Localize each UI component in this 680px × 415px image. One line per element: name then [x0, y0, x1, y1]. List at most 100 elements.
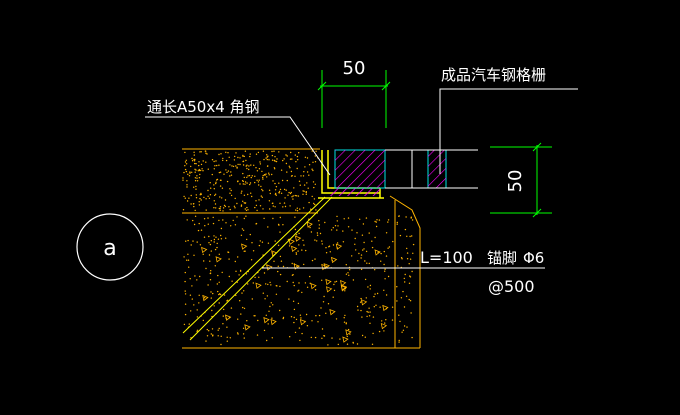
concrete-dot: [336, 215, 338, 218]
concrete-dot: [242, 229, 245, 231]
concrete-dot: [254, 276, 256, 279]
concrete-dot: [246, 206, 248, 209]
concrete-dot: [213, 235, 215, 237]
concrete-dot: [347, 328, 350, 331]
concrete-dot: [285, 162, 288, 165]
concrete-dot: [312, 181, 315, 183]
concrete-dot: [253, 164, 255, 166]
concrete-dot: [335, 280, 338, 283]
concrete-dot: [309, 275, 311, 278]
concrete-dot: [286, 171, 288, 173]
concrete-dot: [400, 297, 403, 299]
concrete-dot: [214, 248, 217, 251]
concrete-dot: [188, 266, 190, 268]
concrete-dot: [275, 160, 278, 163]
concrete-dot: [219, 293, 221, 295]
concrete-dot: [255, 153, 258, 155]
concrete-dot: [263, 174, 266, 176]
concrete-dot: [225, 222, 227, 224]
concrete-dot: [308, 201, 310, 204]
aggregate-mark: [288, 238, 295, 245]
concrete-dot: [212, 216, 214, 219]
concrete-dot: [399, 234, 402, 237]
concrete-dot: [364, 336, 366, 338]
concrete-dot: [198, 294, 200, 296]
concrete-dot: [237, 180, 239, 182]
concrete-dot: [385, 294, 388, 296]
concrete-dot: [232, 165, 235, 168]
concrete-dot: [293, 187, 295, 189]
concrete-dot: [262, 174, 264, 177]
concrete-dot: [195, 169, 197, 171]
concrete-dot: [311, 150, 313, 152]
concrete-dot: [207, 223, 209, 225]
concrete-dot: [283, 188, 286, 191]
concrete-dot: [359, 218, 361, 220]
concrete-dot: [388, 246, 391, 248]
concrete-dot: [295, 161, 297, 163]
concrete-dot: [228, 206, 230, 208]
concrete-dot: [409, 258, 412, 260]
concrete-dot: [191, 160, 194, 162]
concrete-dot: [312, 169, 314, 172]
concrete-dot: [305, 193, 307, 195]
concrete-dot: [218, 253, 220, 255]
concrete-dot: [221, 271, 223, 274]
concrete-dot: [278, 190, 281, 193]
concrete-dot: [276, 158, 278, 160]
concrete-dot: [242, 164, 245, 166]
concrete-dot: [306, 182, 308, 184]
concrete-dot: [248, 165, 250, 167]
concrete-dot: [293, 321, 295, 324]
concrete-dot: [271, 150, 273, 153]
concrete-dot: [234, 155, 236, 158]
concrete-dot: [410, 312, 412, 314]
concrete-dot: [408, 263, 410, 265]
concrete-dot: [205, 209, 207, 211]
concrete-dot: [183, 195, 185, 198]
concrete-dot: [219, 206, 222, 208]
concrete-dot: [320, 307, 322, 309]
concrete-dot: [312, 161, 314, 163]
concrete-dot: [277, 265, 279, 267]
concrete-dot: [262, 190, 264, 192]
concrete-dot: [384, 278, 386, 280]
concrete-dot: [213, 200, 215, 202]
concrete-dot: [251, 175, 253, 177]
concrete-dot: [246, 164, 248, 166]
concrete-dot: [405, 216, 407, 218]
concrete-dot: [365, 250, 368, 253]
concrete-dot: [403, 306, 406, 308]
concrete-dot: [296, 207, 298, 209]
aggregate-mark: [299, 319, 307, 326]
concrete-dot: [308, 164, 311, 166]
concrete-dot: [217, 274, 219, 277]
concrete-dot: [242, 327, 245, 329]
label-grating: 成品汽车钢格栅: [441, 66, 546, 84]
concrete-dot: [200, 151, 202, 153]
concrete-dot: [314, 289, 317, 291]
concrete-dot: [215, 182, 217, 185]
concrete-dot: [223, 204, 226, 207]
concrete-dot: [361, 234, 364, 236]
concrete-dot: [400, 257, 403, 259]
concrete-dot: [182, 177, 184, 179]
concrete-dot: [247, 193, 249, 196]
concrete-dot: [412, 252, 414, 254]
concrete-dot: [213, 188, 215, 190]
concrete-dot: [263, 329, 266, 332]
concrete-dot: [280, 192, 283, 194]
concrete-dot: [371, 246, 374, 249]
concrete-dot: [245, 273, 248, 275]
concrete-dot: [234, 207, 236, 209]
concrete-dot: [212, 292, 214, 295]
concrete-dot: [344, 314, 346, 317]
concrete-dot: [203, 260, 205, 262]
grating-bar-hatch-right: [428, 150, 446, 188]
aggregate-mark: [325, 286, 333, 293]
concrete-dot: [279, 255, 282, 258]
concrete-dot: [269, 281, 271, 284]
concrete-dot: [297, 159, 299, 161]
concrete-dot: [203, 297, 206, 299]
concrete-dot: [316, 240, 318, 242]
